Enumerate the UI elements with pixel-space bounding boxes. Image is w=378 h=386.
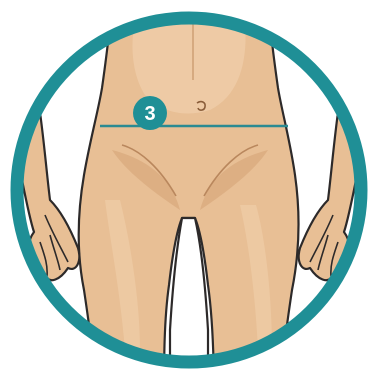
right-arm	[299, 55, 378, 280]
left-arm	[0, 55, 79, 280]
step-number: 3	[144, 103, 155, 125]
step-badge: 3	[133, 96, 167, 130]
